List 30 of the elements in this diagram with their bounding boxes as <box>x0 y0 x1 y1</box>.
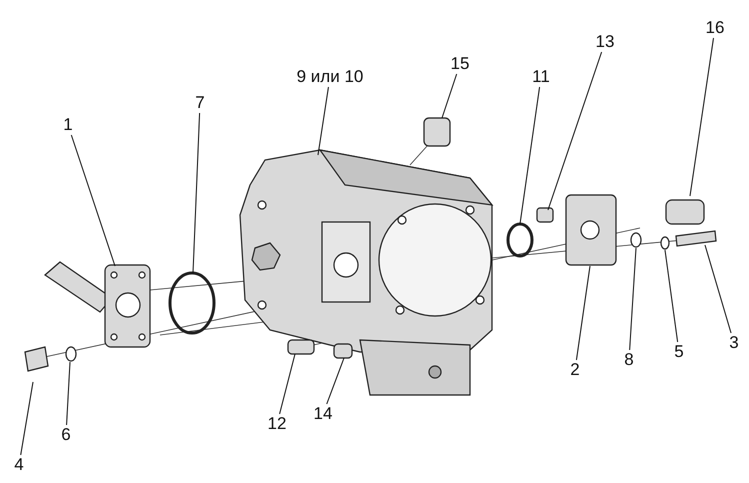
leader-line <box>326 358 344 404</box>
leader-line <box>192 112 200 274</box>
leader-line <box>704 244 732 334</box>
leader-line <box>548 52 602 210</box>
callout-number: 16 <box>702 18 728 38</box>
leader-line <box>442 74 458 118</box>
callout-number: 9 или 10 <box>292 67 368 87</box>
callout-number: 1 <box>58 115 78 135</box>
callout-number: 14 <box>310 404 336 424</box>
callout-number: 5 <box>669 342 689 362</box>
callout-number: 2 <box>565 360 585 380</box>
callout-number: 6 <box>56 425 76 445</box>
callout-number: 15 <box>447 54 473 74</box>
leader-line <box>66 362 70 426</box>
leader-line <box>279 354 296 414</box>
leader-line <box>664 250 678 342</box>
callout-number: 4 <box>9 455 29 475</box>
leader-line <box>690 38 714 196</box>
callout-number: 12 <box>264 414 290 434</box>
leader-line <box>629 248 636 350</box>
callout-number: 8 <box>619 350 639 370</box>
leader-line <box>70 134 116 266</box>
callout-number: 3 <box>724 333 744 353</box>
leader-line <box>318 86 329 156</box>
callout-number: 13 <box>592 32 618 52</box>
leader-line <box>20 382 34 456</box>
leader-line <box>520 86 540 224</box>
callout-number: 7 <box>190 93 210 113</box>
leader-line <box>576 266 590 360</box>
callout-number: 11 <box>528 67 554 87</box>
